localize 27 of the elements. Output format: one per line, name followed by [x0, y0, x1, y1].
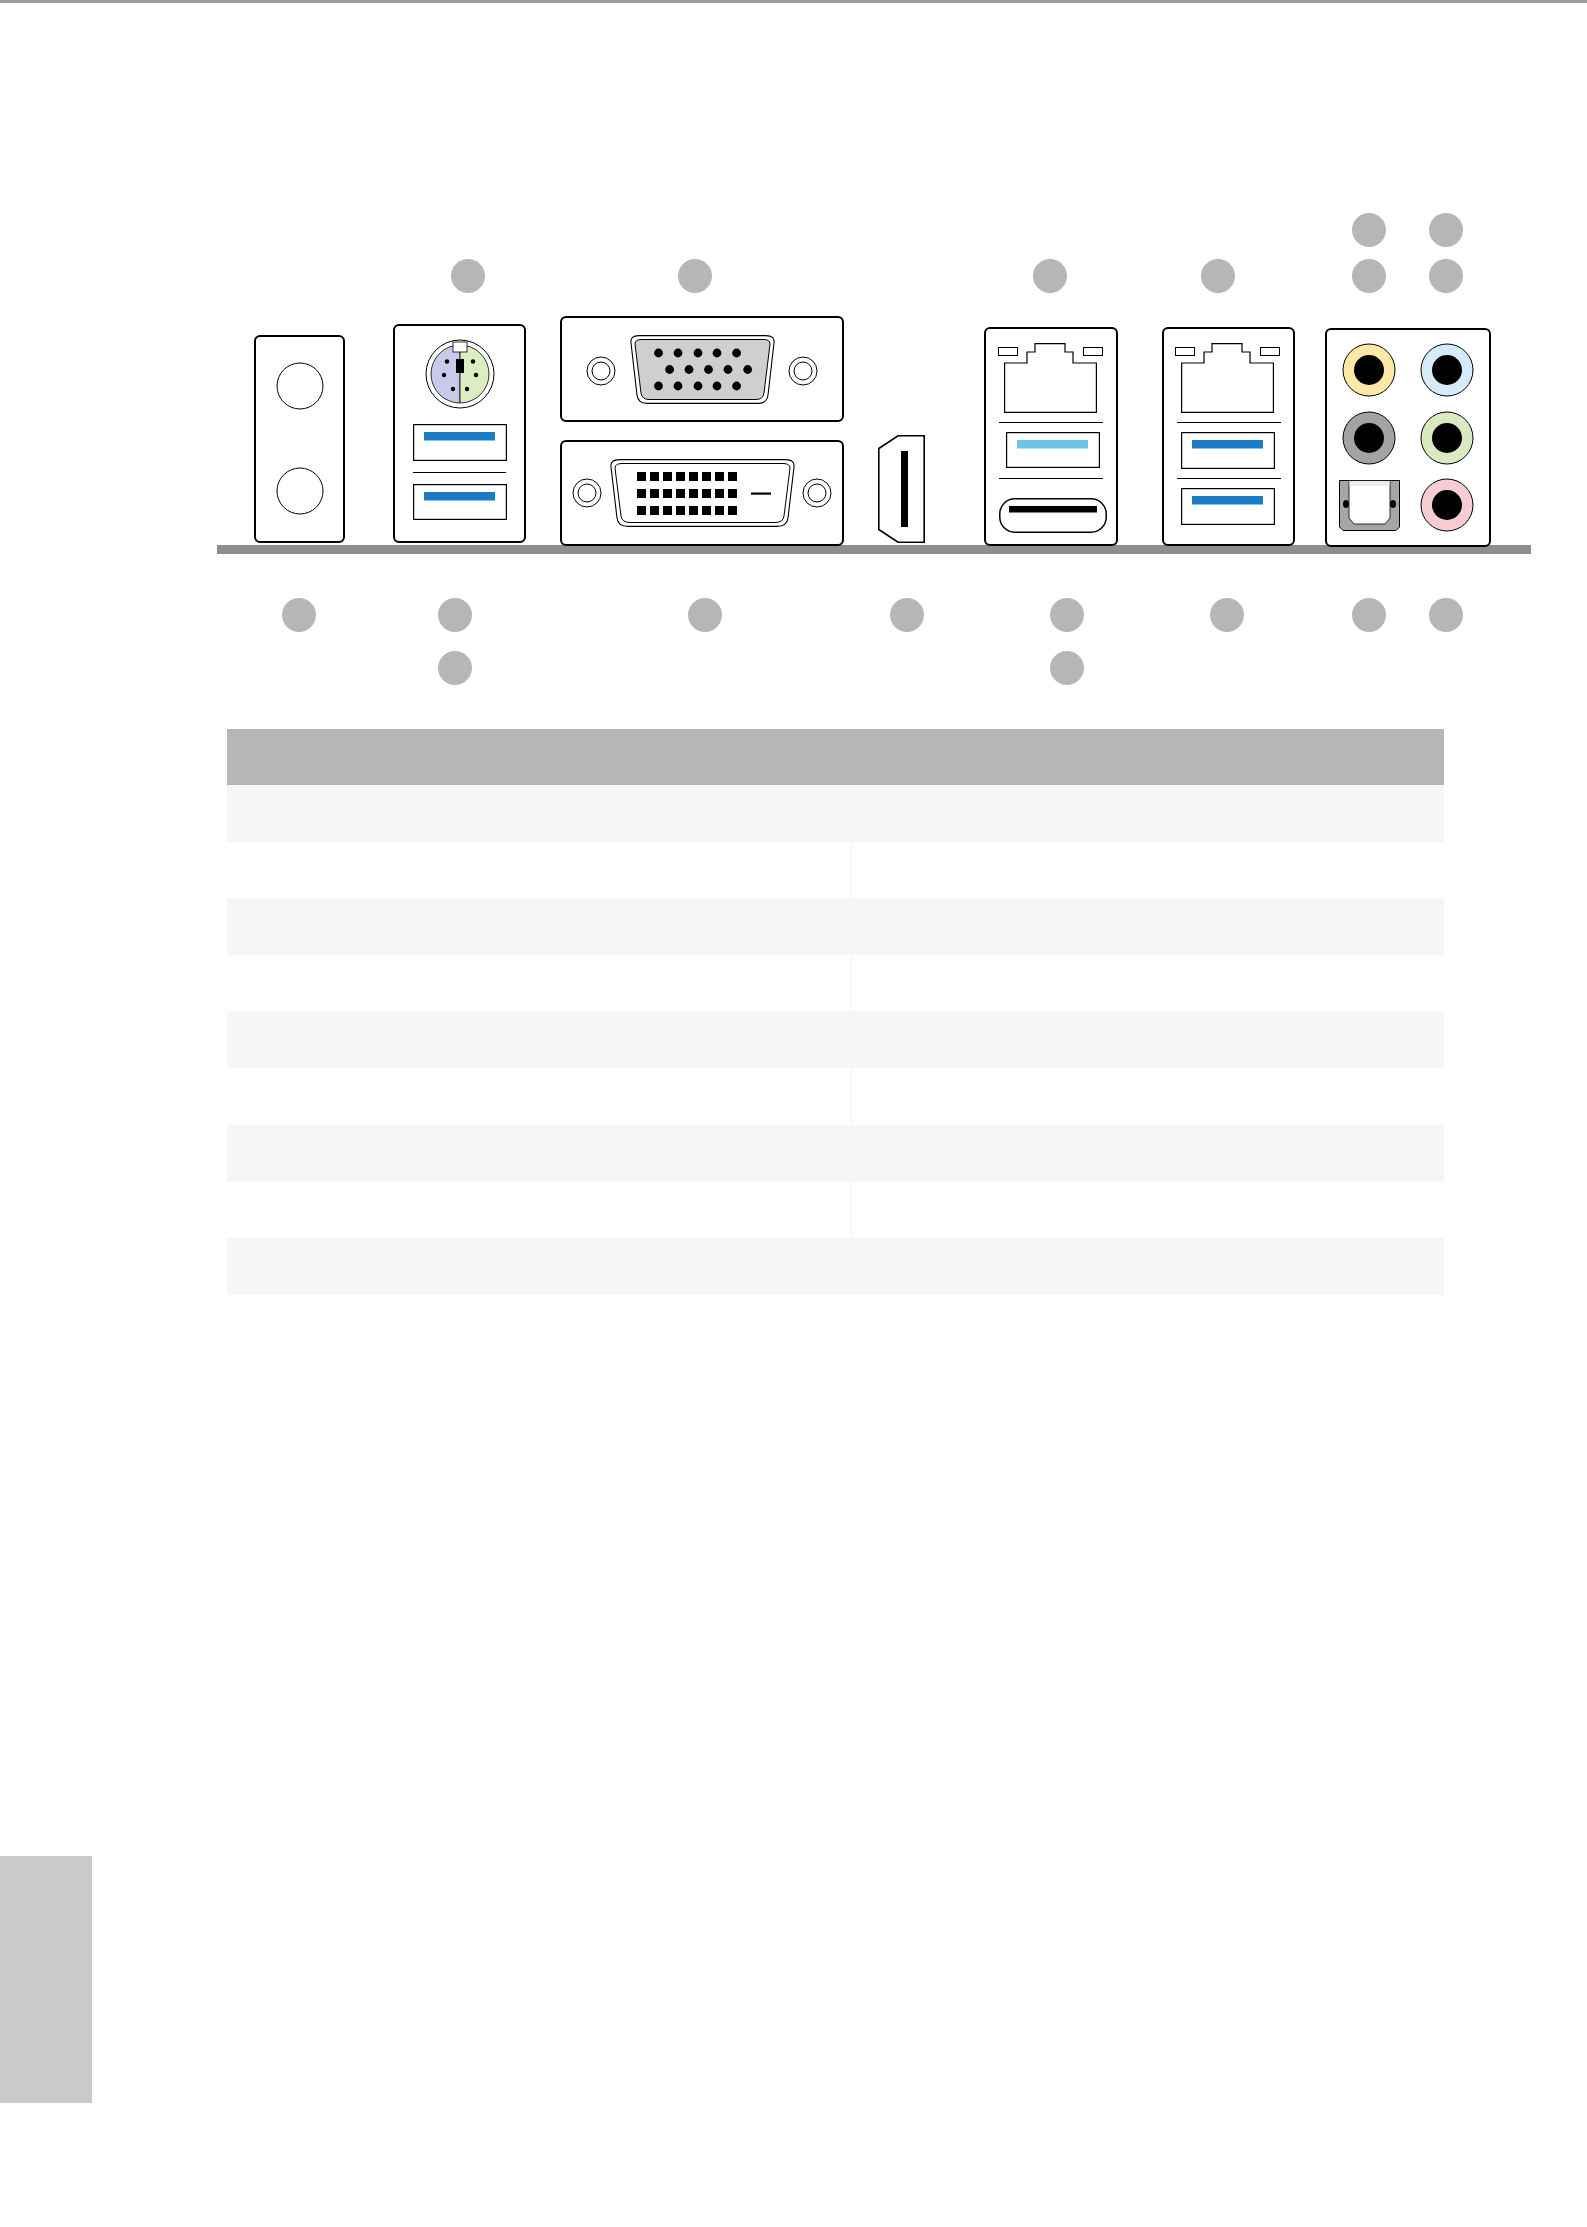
- hdmi-port-icon: [878, 435, 925, 543]
- callout-marker: [282, 598, 316, 632]
- callout-marker: [1050, 651, 1084, 685]
- callout-marker: [451, 259, 485, 293]
- connector-panel: [1325, 328, 1491, 547]
- callout-marker: [890, 598, 924, 632]
- connector-panel: [560, 440, 844, 546]
- callout-marker: [1210, 598, 1244, 632]
- callout-marker: [1201, 259, 1235, 293]
- connector-panel: [254, 335, 345, 543]
- connector-panel: [393, 324, 526, 543]
- callout-marker: [688, 598, 722, 632]
- callout-marker: [1033, 259, 1067, 293]
- callout-marker: [1352, 213, 1386, 247]
- connector-panel: [560, 316, 844, 422]
- callout-marker: [438, 651, 472, 685]
- callout-marker: [1429, 598, 1463, 632]
- callout-marker: [678, 259, 712, 293]
- callout-marker: [1352, 259, 1386, 293]
- callout-marker: [1050, 598, 1084, 632]
- callout-marker: [1429, 213, 1463, 247]
- callout-marker: [1429, 259, 1463, 293]
- callout-marker: [438, 598, 472, 632]
- side-tab: [0, 1856, 92, 2103]
- connector-panel: [984, 327, 1118, 546]
- connector-panel: [1162, 327, 1295, 546]
- callout-marker: [1352, 598, 1386, 632]
